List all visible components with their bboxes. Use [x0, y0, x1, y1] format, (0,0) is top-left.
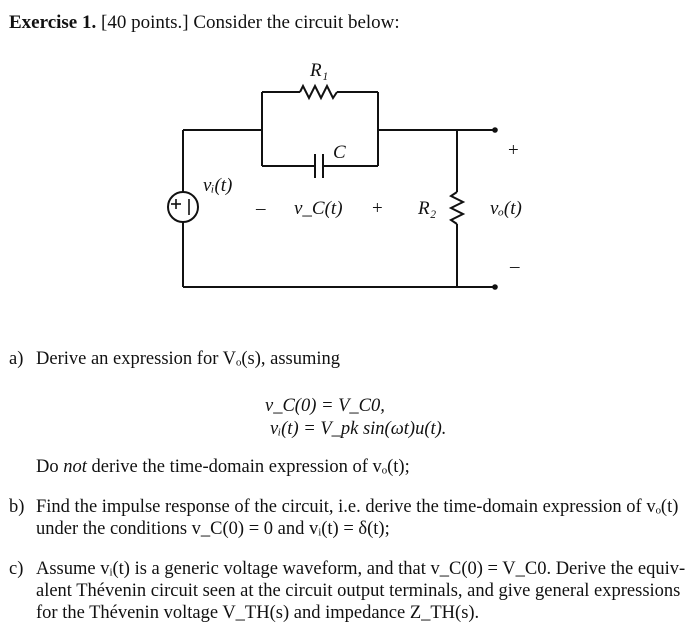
- output-terminal-top: [492, 127, 498, 133]
- part-a-text: Derive an expression for Vₒ(s), assuming: [36, 349, 341, 369]
- voltage-source-icon: [167, 191, 199, 223]
- exercise-intro: [40 points.] Consider the circuit below:: [101, 12, 400, 33]
- part-a-marker: a): [9, 349, 24, 369]
- label-vo: vₒ(t): [490, 198, 522, 219]
- label-vi: vᵢ(t): [203, 175, 233, 196]
- part-b-marker: b): [9, 497, 25, 517]
- part-a-eq2: vᵢ(t) = V_pk sin(ωt)u(t).: [270, 419, 447, 439]
- part-b-line1: Find the impulse response of the circuit…: [36, 497, 679, 517]
- exercise-title: Exercise 1. [40 points.] Consider the ci…: [9, 12, 400, 34]
- label-r1: R₁: [310, 60, 329, 81]
- label-c: C: [333, 142, 346, 163]
- part-c-line1: Assume vᵢ(t) is a generic voltage wavefo…: [36, 559, 686, 579]
- part-c-marker: c): [9, 559, 24, 579]
- label-out-minus: –: [510, 256, 520, 277]
- part-a-note-post: derive the time-domain expression of vₒ(…: [91, 457, 410, 477]
- part-a-eq1: v_C(0) = V_C0,: [265, 396, 385, 416]
- label-out-plus: +: [508, 140, 519, 161]
- exercise-number: Exercise 1.: [9, 12, 97, 33]
- part-b-line2: under the conditions v_C(0) = 0 and vᵢ(t…: [36, 519, 390, 539]
- circuit-diagram: [167, 83, 498, 290]
- label-vc-minus: –: [256, 198, 266, 219]
- part-c-line3: for the Thévenin voltage V_TH(s) and imp…: [36, 603, 480, 623]
- part-a-note-emphasis: not: [63, 457, 87, 477]
- resistor-r2: [448, 191, 466, 225]
- part-a-note-pre: Do: [36, 457, 59, 477]
- part-a-note: Do not derive the time-domain expression…: [36, 457, 410, 478]
- resistor-r1: [299, 83, 338, 101]
- label-vc-plus: +: [372, 198, 383, 219]
- part-c-line2: alent Thévenin circuit seen at the circu…: [36, 581, 681, 601]
- output-terminal-bottom: [492, 284, 498, 290]
- label-r2: R₂: [418, 198, 437, 219]
- label-vc: v_C(t): [294, 198, 343, 219]
